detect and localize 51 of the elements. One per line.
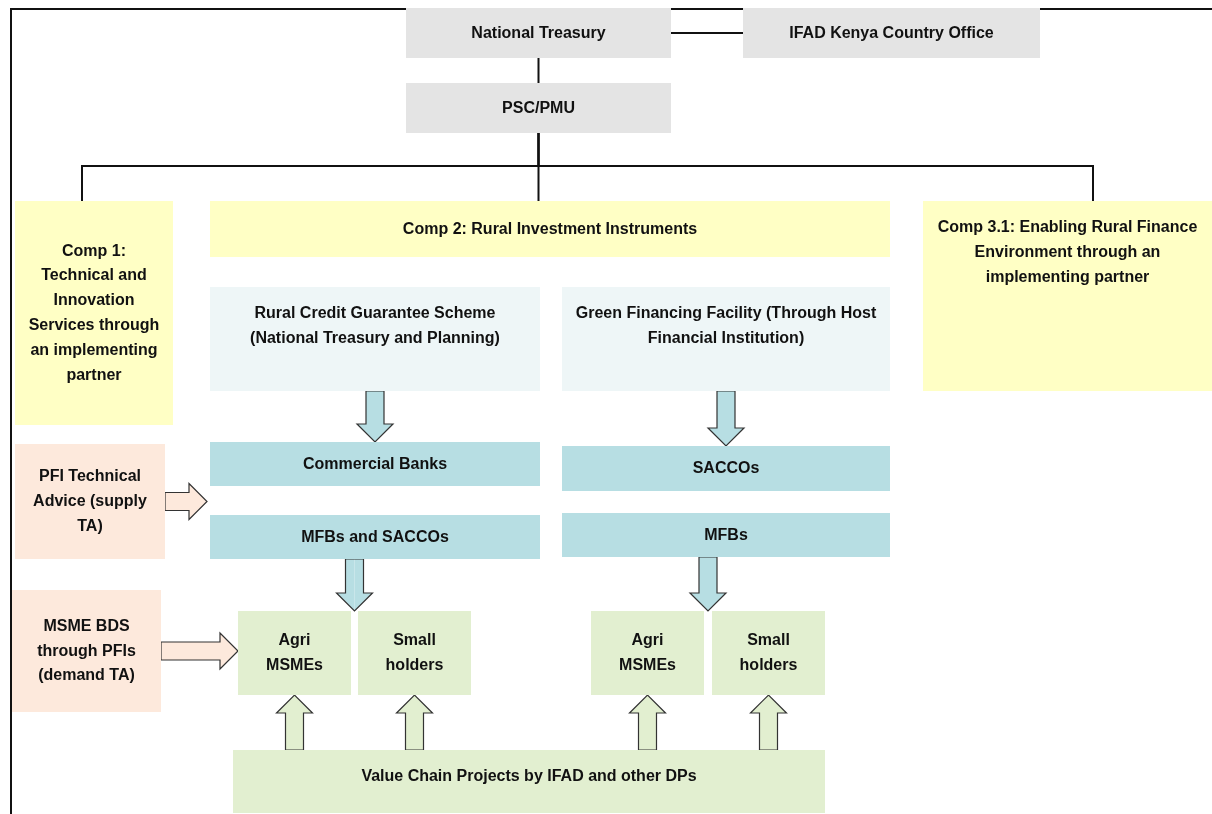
process-box <box>238 611 351 695</box>
process-box <box>562 513 890 557</box>
box-label: Agri MSMEs <box>618 630 677 675</box>
process-box <box>210 442 540 486</box>
process-box <box>12 590 161 712</box>
box-label: National Treasury <box>471 22 606 43</box>
process-box <box>233 750 825 813</box>
box-label: PFI Technical Advice (supply TA) <box>32 466 148 536</box>
process-box <box>210 287 540 391</box>
block-arrow <box>355 390 395 443</box>
process-box <box>210 515 540 559</box>
box-label: Green Financing Facility (Through Host Financial Institution) <box>574 303 878 348</box>
process-box <box>923 201 1212 391</box>
box-label: Small holders <box>738 630 799 675</box>
box-label: Commercial Banks <box>302 453 448 474</box>
process-box <box>562 446 890 491</box>
block-arrow <box>275 694 314 751</box>
process-box <box>591 611 704 695</box>
process-box <box>210 201 890 257</box>
block-arrow <box>688 556 728 612</box>
process-box <box>562 287 890 391</box>
box-label: Comp 1: Technical and Innovation Services through an implementing partner <box>27 240 161 385</box>
block-arrow <box>628 694 667 751</box>
block-arrow <box>749 694 788 751</box>
box-label: SACCOs <box>692 458 760 479</box>
connector-line <box>537 132 1094 202</box>
box-label: Value Chain Projects by IFAD and other DPs <box>361 766 697 786</box>
block-arrow <box>395 694 434 751</box>
box-label: MSME BDS through PFIs (demand TA) <box>36 615 137 686</box>
box-label: PSC/PMU <box>502 97 575 118</box>
box-label: Small holders <box>384 630 445 675</box>
box-label: IFAD Kenya Country Office <box>789 22 994 43</box>
box-label: Rural Credit Guarantee Scheme (National Treasury and Planning) <box>249 303 501 348</box>
process-box <box>712 611 825 695</box>
block-arrow <box>164 482 208 521</box>
process-box <box>743 8 1040 58</box>
process-box <box>406 83 671 133</box>
box-label: Comp 2: Rural Investment Instruments <box>402 218 698 239</box>
process-box <box>406 8 671 58</box>
box-label: MFBs <box>704 524 748 545</box>
connector-line <box>670 32 744 34</box>
process-box <box>358 611 471 695</box>
box-label: MFBs and SACCOs <box>301 526 449 547</box>
block-arrow <box>160 631 239 671</box>
connector-line <box>537 57 540 84</box>
process-box <box>15 201 173 425</box>
box-label: Comp 3.1: Enabling Rural Finance Environment through an implementing partner <box>936 217 1199 287</box>
block-arrow <box>335 558 374 612</box>
box-label: Agri MSMEs <box>265 630 324 675</box>
process-box <box>15 444 165 559</box>
block-arrow <box>706 390 746 447</box>
